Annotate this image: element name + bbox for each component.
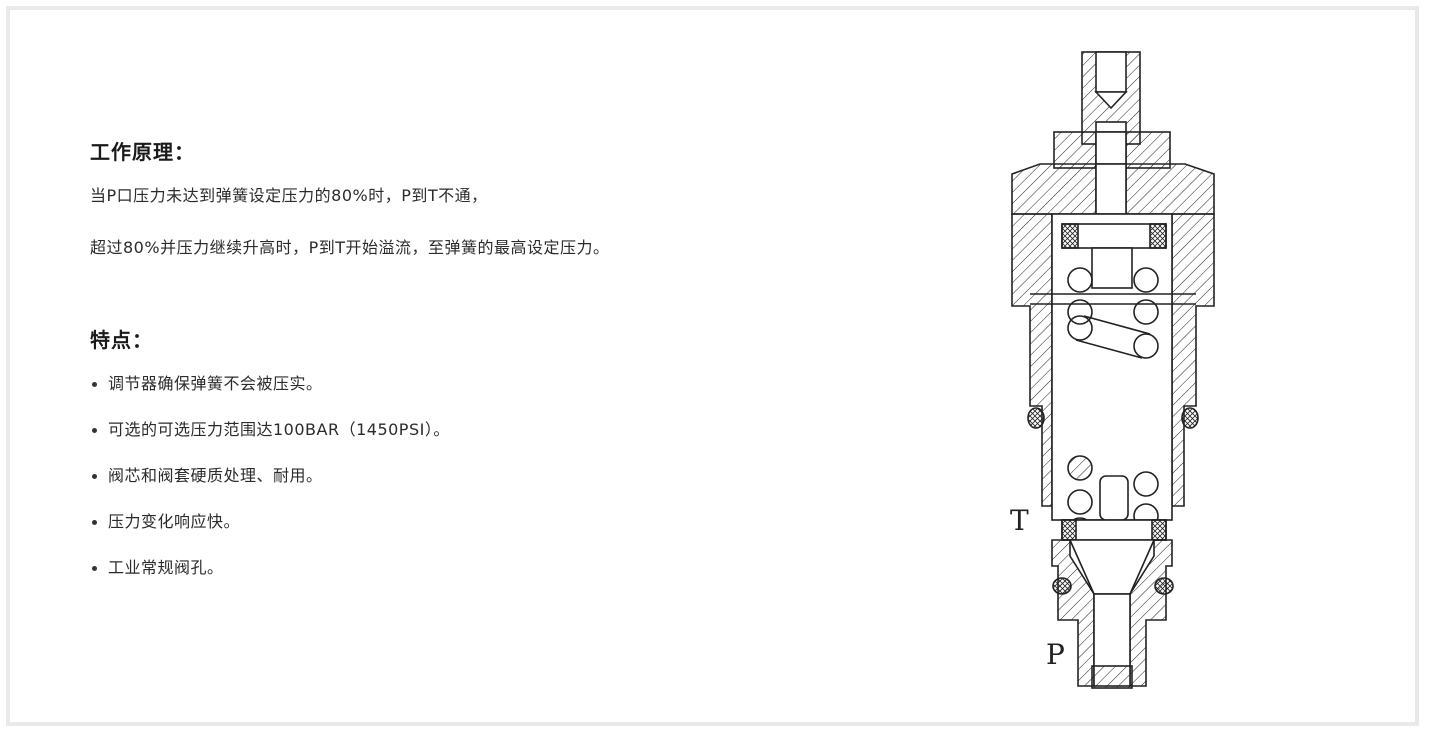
o-ring-lower-right [1154,577,1174,595]
principle-line-2: 超过80%并压力继续升高时，P到T开始溢流，至弹簧的最高设定压力。 [90,238,610,257]
o-ring-left [1027,407,1045,429]
principle-line-1: 当P口压力未达到弹簧设定压力的80%时，P到T不通， [90,186,488,205]
valve-sleeve-right [1129,539,1173,687]
o-ring-right [1181,407,1199,429]
valve-body-left [1011,213,1053,507]
features-list: 调节器确保弹簧不会被压实。 可选的可选压力范围达100BAR（1450PSI）。… [90,372,450,602]
lower-spring [1067,455,1159,543]
port-p-label: P [1046,638,1065,671]
content-frame: 工作原理： 当P口压力未达到弹簧设定压力的80%时，P到T不通， 超过80%并压… [6,6,1419,726]
feature-item: 工业常规阀孔。 [90,556,450,602]
features-title: 特点： [90,328,153,352]
feature-item: 可选的可选压力范围达100BAR（1450PSI）。 [90,418,450,464]
feature-item: 调节器确保弹簧不会被压实。 [90,372,450,418]
o-ring-lower-left [1052,577,1072,595]
valve-sleeve-left [1051,539,1095,687]
port-t-label: T [1010,504,1029,537]
poppet-stem [1099,475,1129,521]
valve-body-right [1171,213,1215,507]
poppet-plate [1061,519,1167,541]
principle-title: 工作原理： [90,140,195,164]
upper-spring [1067,267,1159,359]
feature-item: 阀芯和阀套硬质处理、耐用。 [90,464,450,510]
valve-cross-section-diagram: T P [1010,51,1215,689]
feature-item: 压力变化响应快。 [90,510,450,556]
